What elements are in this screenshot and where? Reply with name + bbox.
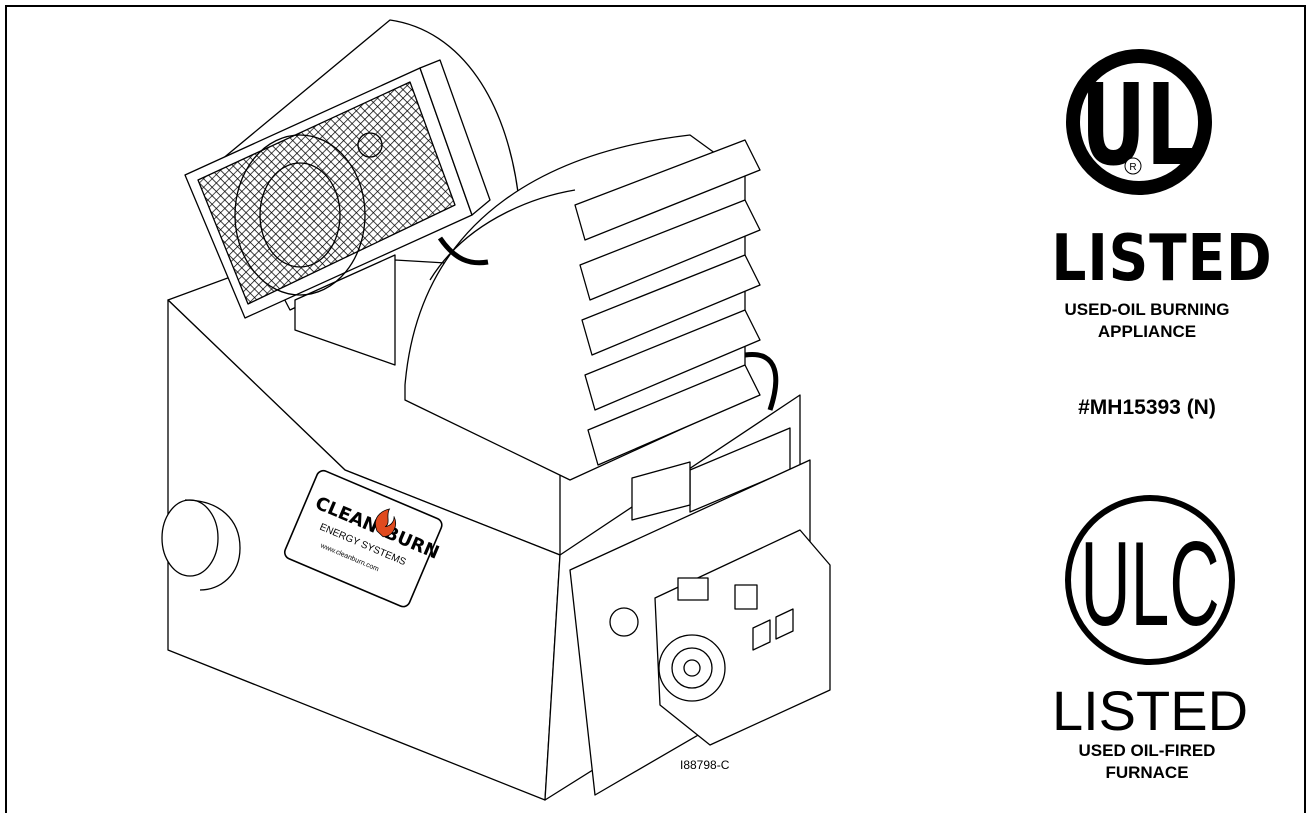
ul-listed-text: LISTED	[1051, 222, 1273, 296]
ulc-listed-text: LISTED	[1051, 679, 1249, 742]
ulc-mark-icon: ULC	[1065, 495, 1235, 665]
flame-icon	[375, 508, 396, 538]
figure-id: I88798-C	[680, 758, 730, 772]
ul-certificate-number: #MH15393 (N)	[1078, 396, 1216, 419]
igniter	[609, 607, 639, 637]
ulc-description: USED OIL-FIRED FURNACE	[1020, 740, 1274, 784]
svg-text:ULC: ULC	[1080, 516, 1219, 651]
cleanburn-logo-plate	[283, 469, 443, 608]
page-frame	[5, 5, 1306, 813]
filter-mesh	[197, 81, 456, 305]
svg-text:R: R	[1129, 162, 1136, 173]
blower-wheel	[234, 134, 366, 296]
ul-mark-icon: UL R	[1066, 49, 1212, 195]
side-cap	[161, 499, 219, 577]
louvers	[574, 139, 761, 466]
blower-base	[294, 254, 396, 366]
ulc-description-line2: FURNACE	[1105, 763, 1189, 782]
filter-side	[419, 59, 491, 216]
ul-description-line1: USED-OIL BURNING	[1064, 300, 1230, 319]
ul-description-line2: APPLIANCE	[1097, 322, 1197, 341]
ul-description: USED-OIL BURNING APPLIANCE	[1020, 299, 1274, 343]
ulc-description-line1: USED OIL-FIRED	[1078, 741, 1216, 760]
